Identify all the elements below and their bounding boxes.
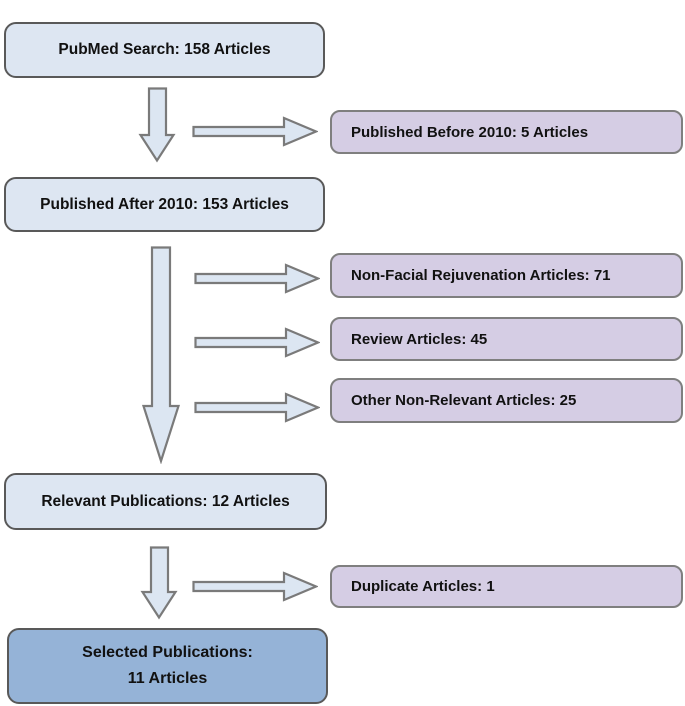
node-selected-publications: Selected Publications: 11 Articles	[7, 628, 328, 704]
node-duplicate-articles-label: Duplicate Articles: 1	[351, 578, 495, 595]
long-down-arrow-icon	[141, 246, 181, 464]
node-published-after-2010: Published After 2010: 153 Articles	[4, 177, 325, 232]
right-arrow-icon	[192, 116, 318, 147]
node-relevant-publications: Relevant Publications: 12 Articles	[4, 473, 327, 530]
node-non-facial-rejuvenation: Non-Facial Rejuvenation Articles: 71	[330, 253, 683, 298]
node-review-articles-label: Review Articles: 45	[351, 330, 488, 348]
node-selected-publications-line2: 11 Articles	[127, 670, 208, 687]
node-relevant-publications-label: Relevant Publications: 12 Articles	[41, 492, 290, 510]
down-arrow-icon	[140, 546, 178, 620]
node-published-before-2010-label: Published Before 2010: 5 Articles	[351, 123, 589, 141]
right-arrow-icon	[194, 392, 320, 423]
node-non-facial-rejuvenation-label: Non-Facial Rejuvenation Articles: 71	[351, 267, 611, 284]
node-pubmed-search: PubMed Search: 158 Articles	[4, 22, 325, 78]
node-other-non-relevant-label: Other Non-Relevant Articles: 25	[351, 392, 577, 409]
node-other-non-relevant: Other Non-Relevant Articles: 25	[330, 378, 683, 423]
node-selected-publications-line1: Selected Publications:	[82, 644, 253, 662]
down-arrow-icon	[138, 87, 176, 163]
right-arrow-icon	[192, 571, 318, 602]
node-published-before-2010: Published Before 2010: 5 Articles	[330, 110, 683, 154]
node-pubmed-search-label: PubMed Search: 158 Articles	[58, 41, 271, 58]
right-arrow-icon	[194, 327, 320, 358]
right-arrow-icon	[194, 263, 320, 294]
node-duplicate-articles: Duplicate Articles: 1	[330, 565, 683, 608]
node-published-after-2010-label: Published After 2010: 153 Articles	[40, 195, 289, 213]
node-review-articles: Review Articles: 45	[330, 317, 683, 361]
